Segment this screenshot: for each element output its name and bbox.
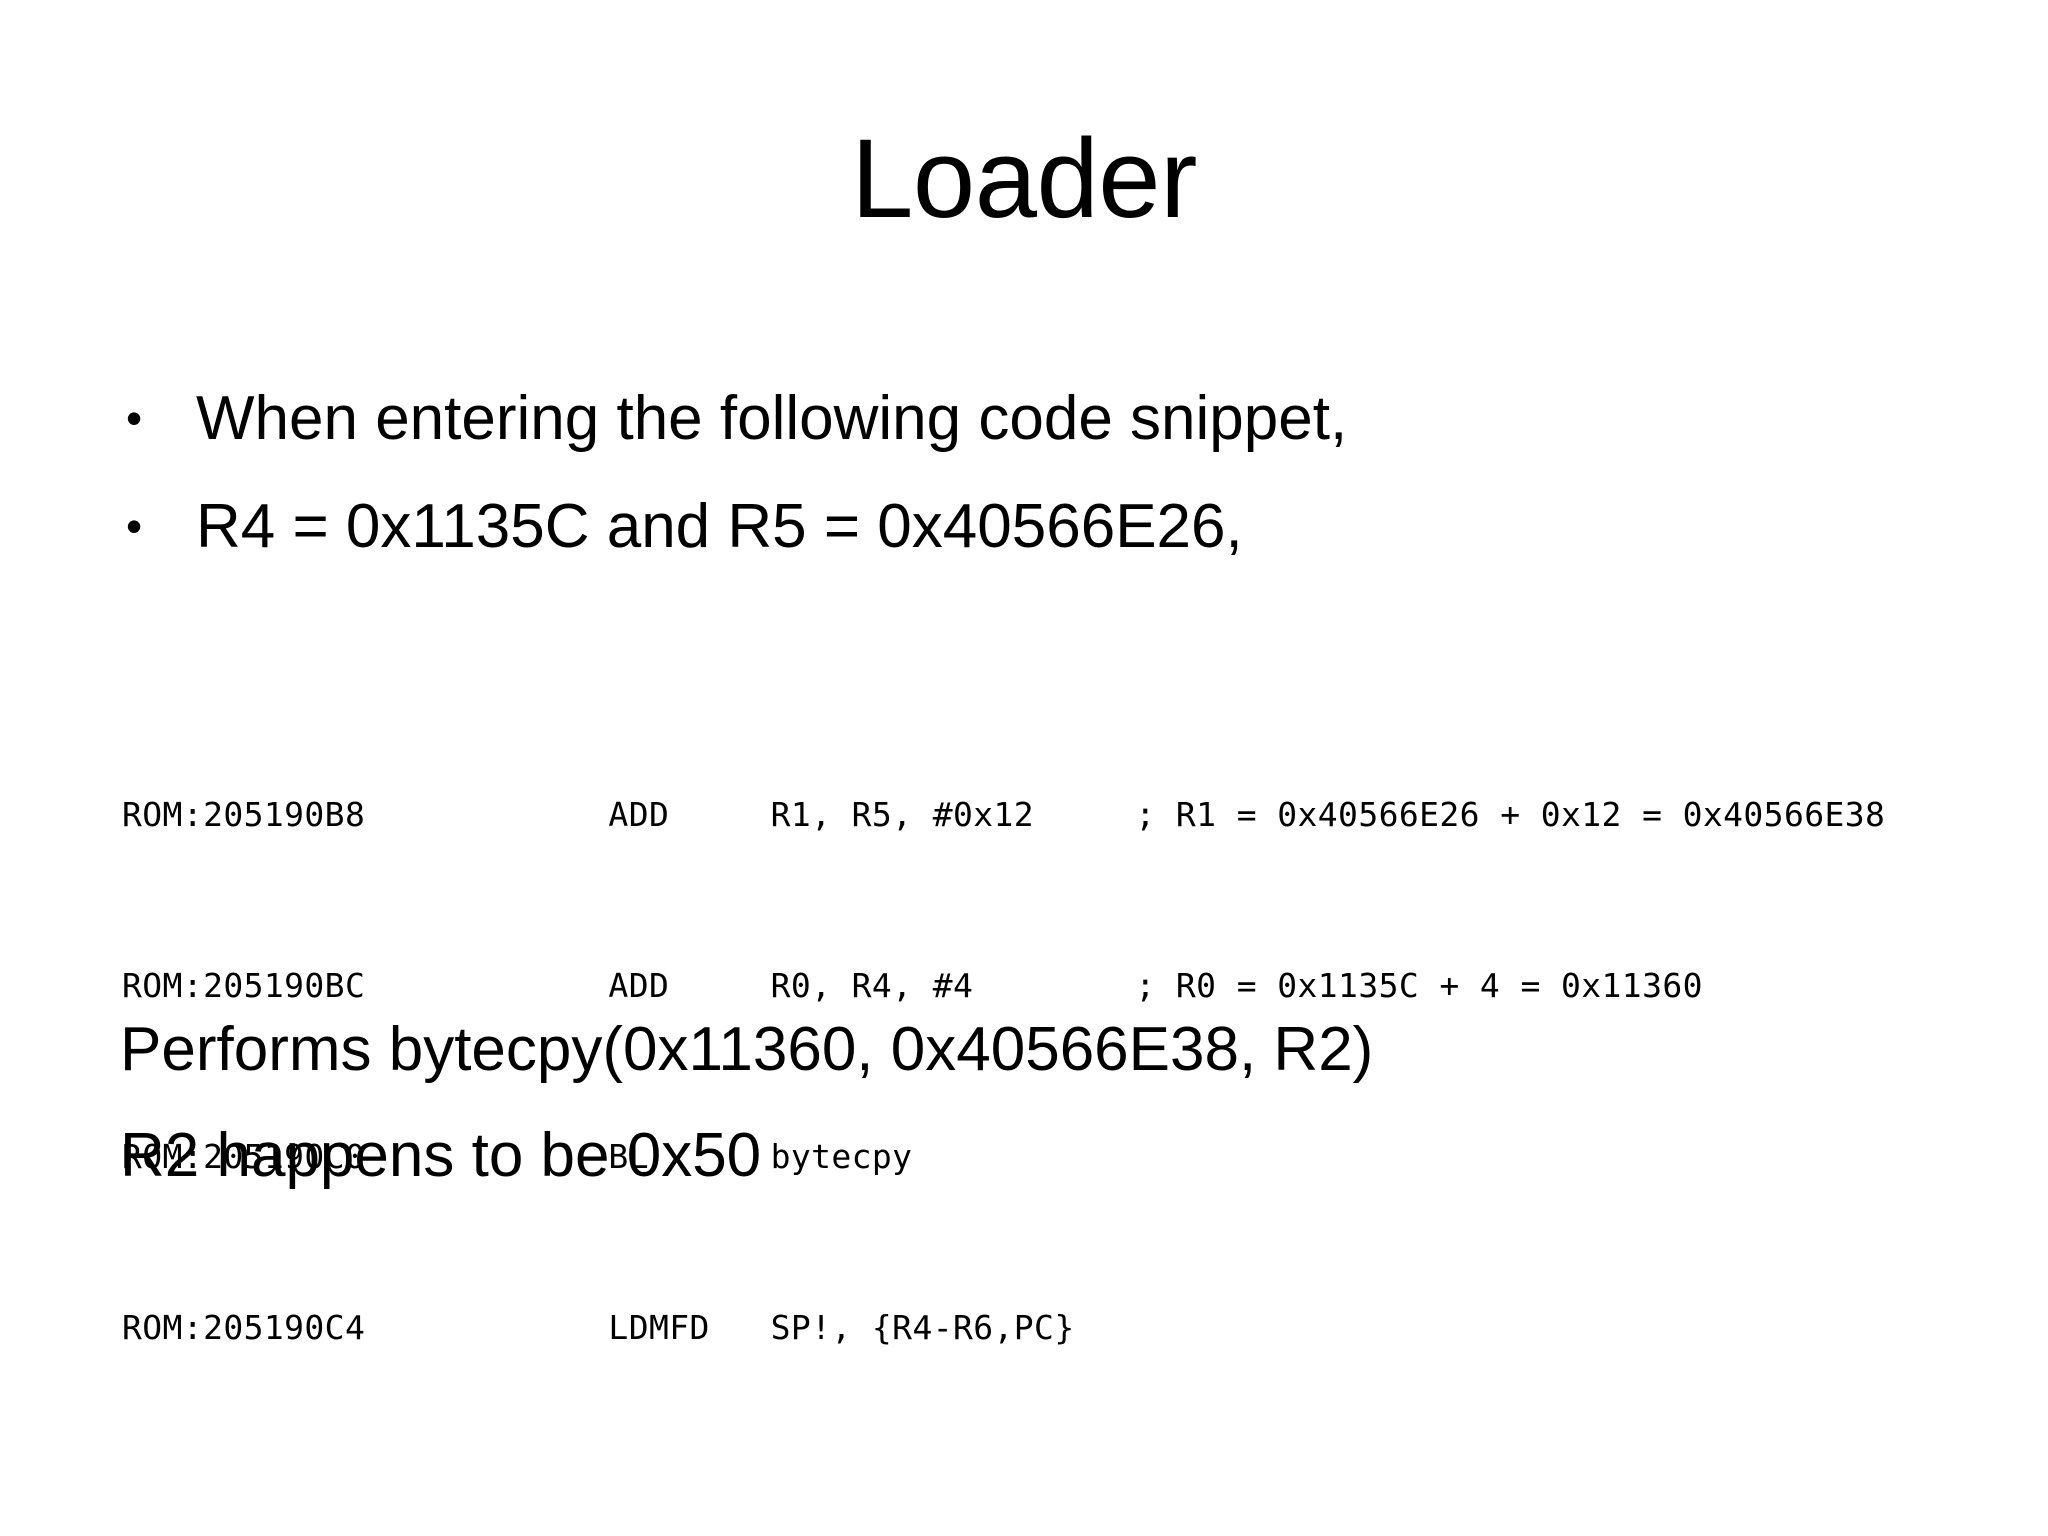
bullet-text: When entering the following code snippet…	[196, 384, 1348, 453]
bullet-list: • When entering the following code snipp…	[118, 378, 1948, 594]
list-item: • When entering the following code snipp…	[118, 378, 1948, 460]
code-block: ROM:205190B8 ADD R1, R5, #0x12 ; R1 = 0x…	[122, 672, 1885, 1470]
code-line: ROM:205190B8 ADD R1, R5, #0x12 ; R1 = 0x…	[122, 795, 1886, 834]
bullet-marker-icon: •	[126, 392, 143, 444]
footer-line-performs: Performs bytecpy(0x11360, 0x40566E38, R2…	[120, 1015, 1374, 1084]
code-line: ROM:205190BC ADD R0, R4, #4 ; R0 = 0x113…	[122, 966, 1703, 1005]
bullet-text: R4 = 0x1135C and R5 = 0x40566E26,	[196, 491, 1243, 561]
page-title: Loader	[851, 116, 1197, 241]
bullet-marker-icon: •	[126, 499, 143, 552]
code-line: ROM:205190C0 BL bytecpy	[122, 1137, 913, 1176]
footer-line-r2: R2 happens to be 0x50	[120, 1121, 762, 1191]
list-item: • R4 = 0x1135C and R5 = 0x40566E26,	[118, 486, 1948, 568]
code-line: ROM:205190C4 LDMFD SP!, {R4-R6,PC}	[122, 1308, 1075, 1347]
footer-text-block: Performs bytecpy(0x11360, 0x40566E38, R2…	[120, 1008, 1980, 1221]
